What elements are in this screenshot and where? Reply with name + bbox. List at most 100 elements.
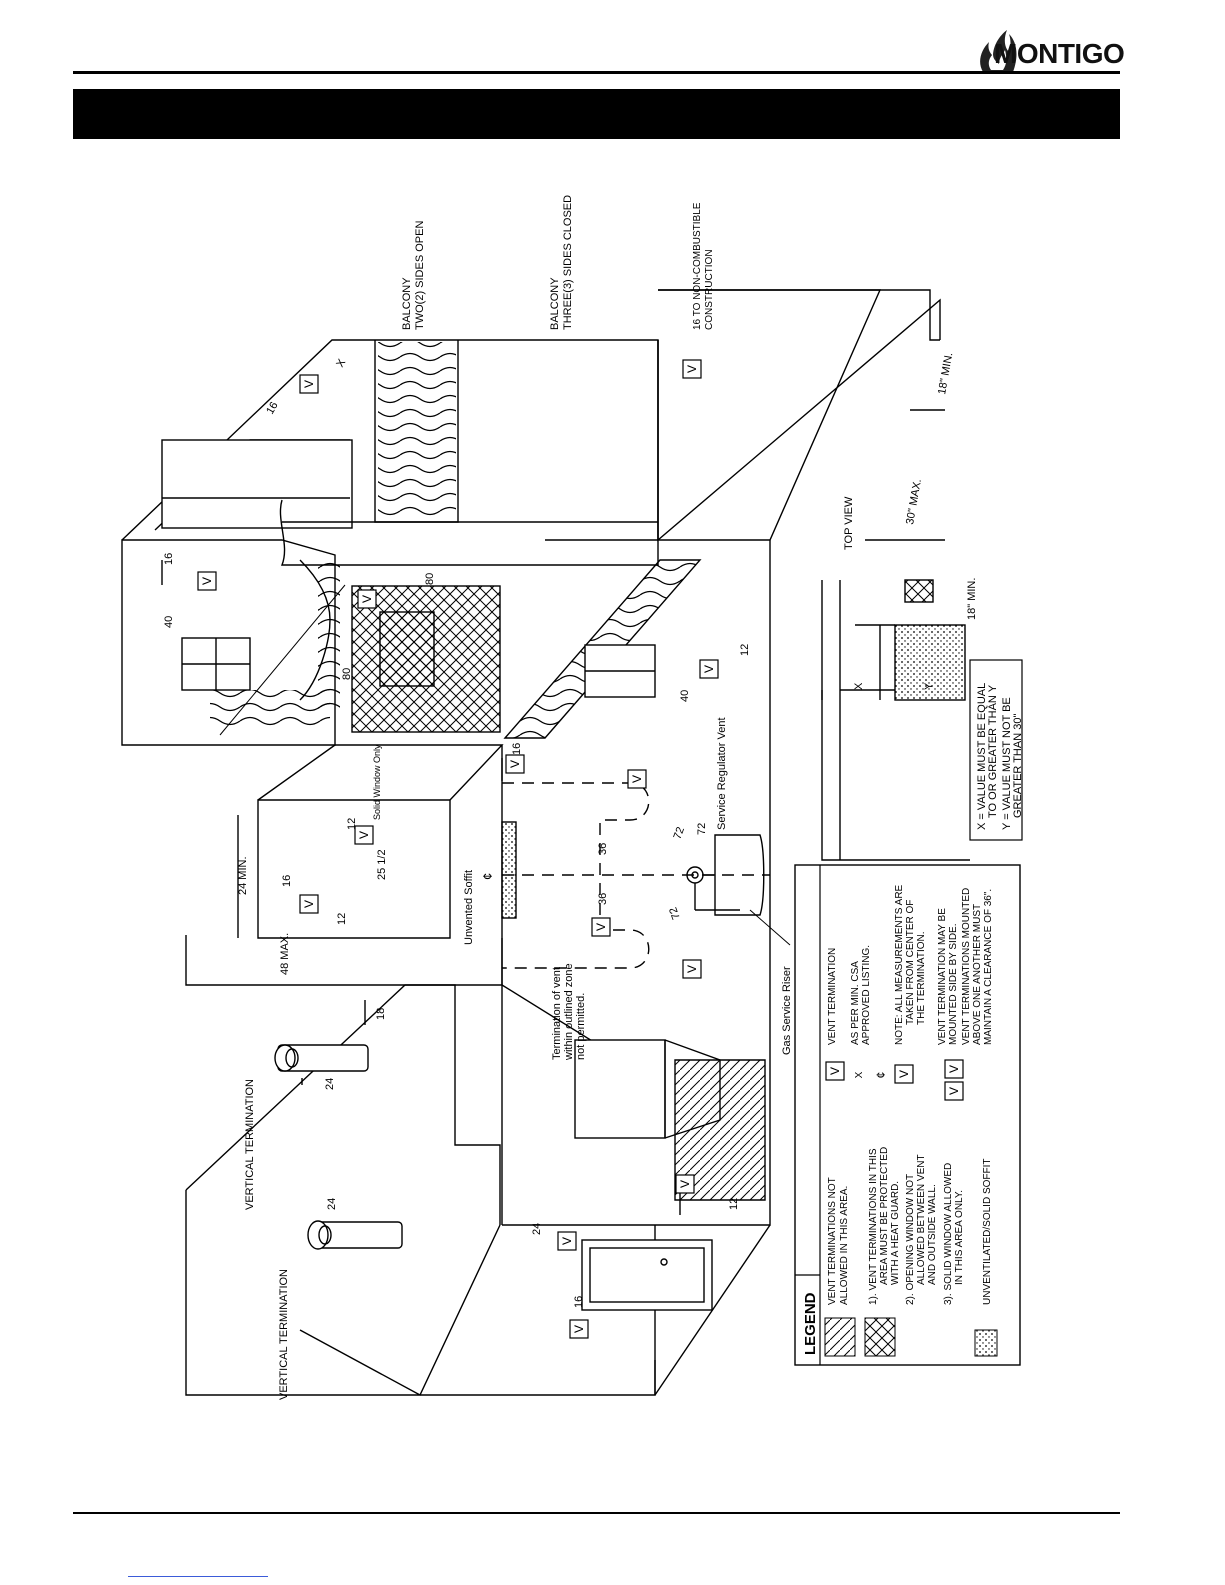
legend-note-vent-letter: V [897,1070,911,1078]
label-vertical-termination-2: VERTICAL TERMINATION [278,1269,290,1400]
label-termination-note-1: Termination of vent [551,967,563,1060]
vent-box-7 [699,659,719,679]
regulator-clearance-zone [502,782,650,969]
legend-x-symbol: X [854,1071,865,1078]
label-center-symbol: ¢ [480,873,495,880]
legend: LEGEND VENT TERMINATIONS NOT ALLOWED IN … [794,864,1021,1366]
label-balcony-closed-2: THREE(3) SIDES CLOSED [562,195,574,330]
legend-side-5: MAINTAIN A CLEARANCE OF 36". [983,889,994,1045]
dim-24-a: 24 [324,1078,336,1090]
dim-16-b: 16 [511,743,523,755]
label-gas-service-riser: Gas Service Riser [781,966,793,1055]
label-noncomb-1: 16 TO NON-COMBUSTIBLE [692,202,703,330]
vent-box-4 [591,917,611,937]
legend-note-2: TAKEN FROM CENTER OF [905,900,916,1025]
vent-box-12 [682,359,702,379]
legend-side-3: VENT TERMINATIONS MOUNTED [961,888,972,1045]
legend-side-1: VENT TERMINATION MAY BE [937,908,948,1045]
legend-cross-3: WITH A HEAT GUARD. [890,1181,901,1285]
legend-side-vent-box-b [944,1059,964,1079]
montigo-logo [980,30,1017,72]
dim-x-top-view: X [853,682,865,690]
dim-12-d: 12 [728,1198,740,1210]
label-balcony-open-1: BALCONY [401,277,413,330]
label-solid-window-only: Solid Window Only [372,744,382,820]
legend-side-vent-letter-b: V [947,1065,961,1073]
balcony-support [657,298,941,542]
footer-link-underline[interactable] [128,1576,268,1577]
dim-12-c: 12 [739,644,751,656]
logo-text: MONTIGO [994,38,1125,69]
vent-box-14 [569,1319,589,1339]
legend-title: LEGEND [802,1292,819,1355]
vent-box-9 [197,571,217,591]
vent-box-11 [299,374,319,394]
legend-cross-4: 2). OPENING WINDOW NOT [905,1174,916,1305]
legend-note-vent-box [894,1064,914,1084]
dim-36-a: 36 [597,843,609,855]
dim-72-a: 72 [672,825,687,841]
dim-x-top: X [334,357,348,370]
vent-letter-10: V [360,595,374,603]
dim-24-c: 24 [531,1223,543,1235]
vent-letter-7: V [702,665,716,673]
vent-box-10 [357,589,377,609]
dim-18-a: 18 [375,1008,387,1020]
vent-letter-9: V [200,577,214,585]
dim-y-top-view: Y [923,682,935,690]
dim-72-b: 72 [696,823,708,835]
header-rule [73,71,1120,74]
vent-letter-12: V [685,365,699,373]
legend-dots-swatch [974,1329,998,1357]
label-termination-note-3: not permitted. [575,993,587,1060]
label-termination-note-2: within outlined zone [563,963,575,1061]
xy-note-line4: GREATER THAN 30" [1012,714,1024,818]
legend-cross-5: ALLOWED BETWEEN VENT [916,1154,927,1285]
legend-vent-1: VENT TERMINATION [827,948,838,1045]
vent-letter-3: V [508,760,522,768]
legend-note-1: NOTE: ALL MEASUREMENTS ARE [894,884,905,1045]
vent-box-8 [675,1174,695,1194]
vent-letter-5: V [685,965,699,973]
dim-48-max: 48 MAX. [279,933,291,975]
legend-side-2: MOUNTED SIDE BY SIDE. [948,923,959,1045]
label-top-view: TOP VIEW [843,496,855,550]
dim-40-a: 40 [679,690,691,702]
legend-hatch-1: VENT TERMINATIONS NOT [827,1177,838,1305]
xy-note-box [969,659,1023,841]
legend-side-vent-letter-a: V [947,1087,961,1095]
vent-letter-2: V [357,831,371,839]
legend-side-vent-box-a [944,1081,964,1101]
label-noncomb-2: CONSTRUCTION [704,249,715,330]
legend-hatch-2: ALLOWED IN THIS AREA. [839,1186,850,1305]
window-lower [574,1039,666,1139]
dim-24-min: 24 MIN. [237,856,249,895]
label-unvented-soffit: Unvented Soffit [463,870,475,945]
vent-letter-14: V [572,1325,586,1333]
dim-40-b: 40 [163,616,175,628]
legend-cross-6: AND OUTSIDE WALL. [927,1184,938,1285]
xy-note-line3: Y = VALUE MUST NOT BE [1001,697,1013,830]
lower-roof [185,984,501,1225]
legend-side-4: ABOVE ONE ANOTHER MUST [972,904,983,1045]
legend-vent-letter: V [828,1067,842,1075]
vent-letter-4: V [594,923,608,931]
xy-note-line2: TO OR GREATER THAN Y [987,684,999,818]
section-banner [73,89,1120,139]
legend-vent-box [825,1061,845,1081]
door [581,1239,713,1311]
dim-16-c: 16 [163,553,175,565]
dim-80-a: 80 [424,573,436,585]
legend-cross-swatch [864,1317,896,1357]
top-view-pad [894,624,966,701]
vent-box-2 [354,825,374,845]
dim-25-half: 25 1/2 [376,849,388,880]
dim-72-c: 72 [667,905,682,921]
unvented-soffit-bar [501,821,517,919]
vent-letter-8: V [678,1180,692,1188]
dim-16-a: 16 [281,875,293,887]
vent-letter-6: V [630,775,644,783]
vent-box-3 [505,754,525,774]
legend-cross-1: 1). VENT TERMINATIONS IN THIS [868,1148,879,1305]
